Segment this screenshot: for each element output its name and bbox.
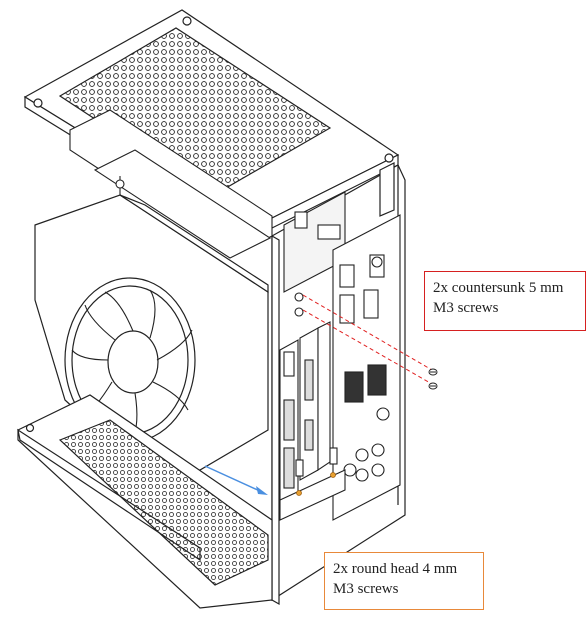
bottom-bracket — [279, 447, 346, 521]
motherboard-io-panel — [332, 214, 401, 521]
mount-hole — [294, 292, 304, 302]
callout-countersunk-screws: 2x countersunk 5 mm M3 screws — [424, 271, 586, 331]
pci-slot-plates — [299, 321, 331, 481]
gpu-io-bracket — [279, 339, 299, 511]
guide-line — [302, 309, 433, 385]
round-head-screw — [330, 472, 336, 478]
insertion-arrow-icon — [204, 465, 268, 495]
round-head-screw — [296, 490, 302, 496]
guide-line — [302, 294, 433, 371]
countersunk-screw — [428, 368, 438, 390]
fan-hub — [107, 330, 159, 394]
bottom-panel — [17, 394, 273, 609]
inner-bracket — [69, 109, 346, 293]
callout-round-head-screws: 2x round head 4 mm M3 screws — [324, 552, 484, 610]
bottom-mesh — [58, 419, 269, 586]
mount-hole — [294, 307, 304, 317]
